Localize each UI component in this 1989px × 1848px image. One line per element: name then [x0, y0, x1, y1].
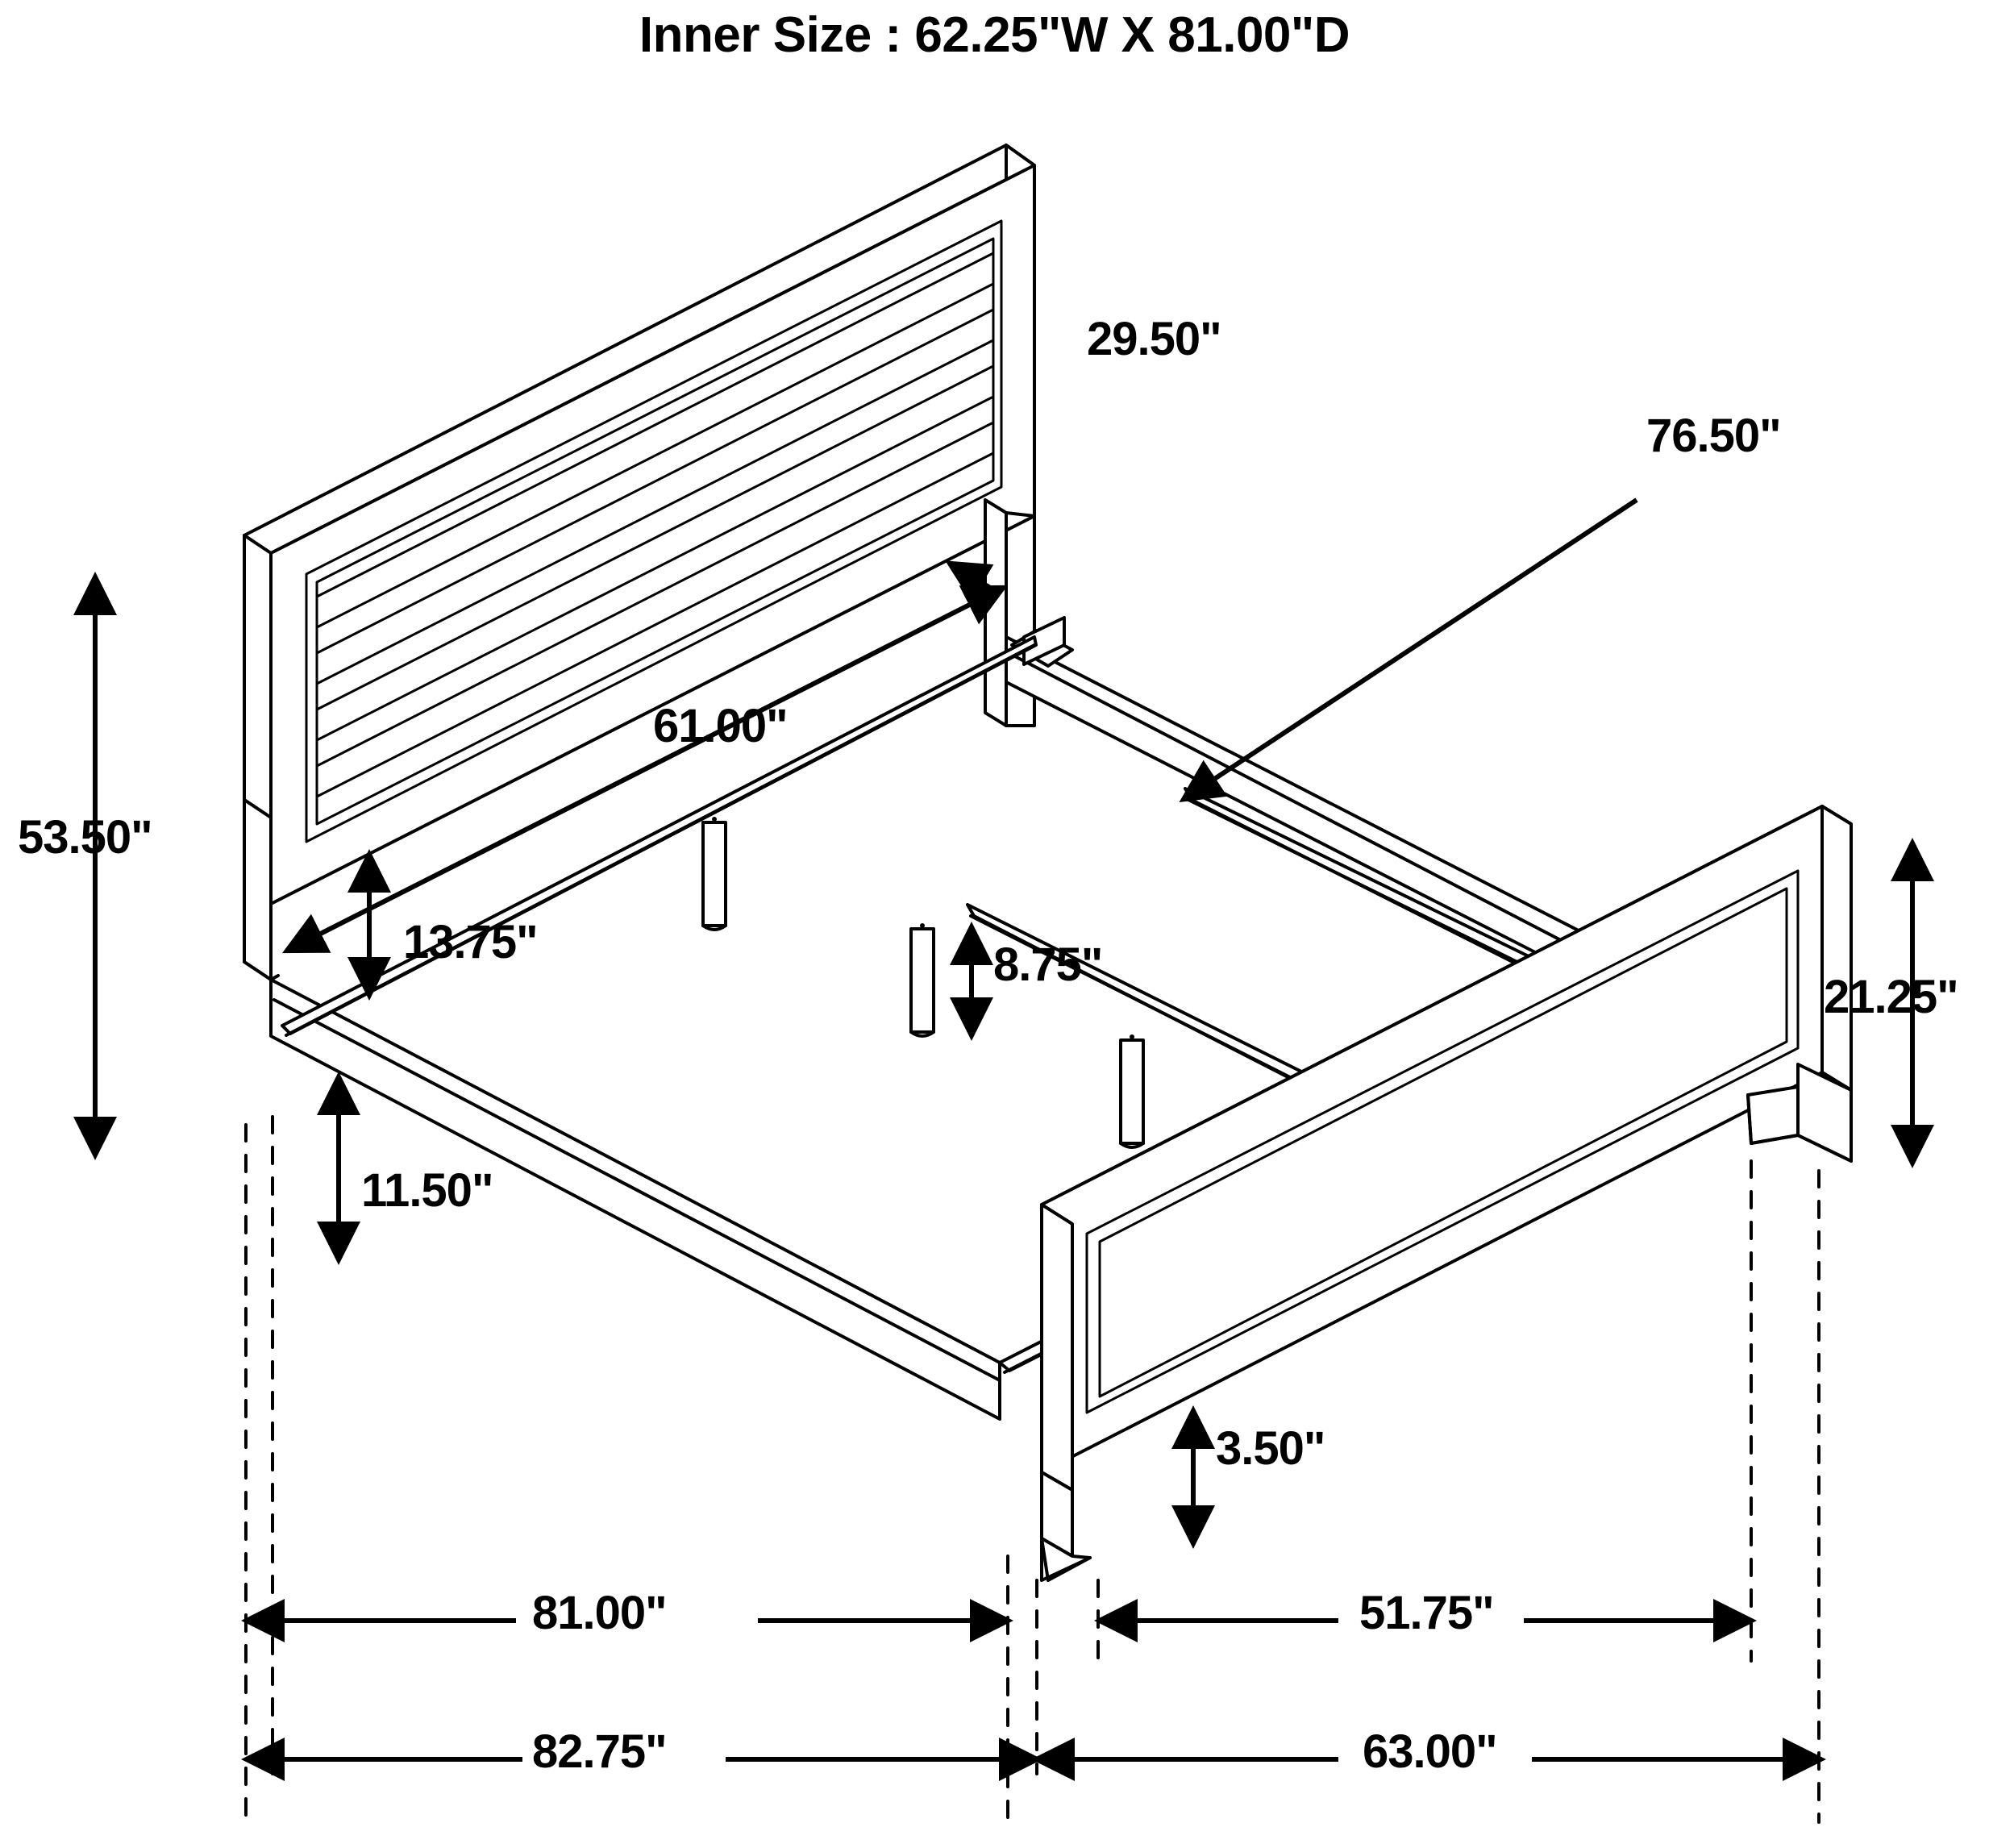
dimension-label-side-rail-length: 76.50" [1646, 410, 1782, 462]
dimension-label-inner-width: 51.75" [1359, 1587, 1495, 1639]
footboard [1040, 805, 1853, 1582]
page-title: Inner Size : 62.25"W X 81.00"D [639, 7, 1350, 63]
dimension-label-rail-clearance: 11.50" [361, 1164, 493, 1217]
dimension-label-rail-to-slat: 13.75" [403, 916, 539, 968]
headboard [243, 144, 1036, 981]
dimension-label-overall-height: 53.50" [18, 811, 153, 864]
dimension-label-footboard-foot-height: 3.50" [1216, 1422, 1325, 1475]
dimension-label-inner-length: 81.00" [532, 1587, 668, 1639]
dimension-label-center-leg-height: 8.75" [993, 939, 1103, 991]
support-leg [701, 817, 727, 931]
dimension-arrows [73, 497, 1934, 1781]
extension-lines [244, 1115, 1820, 1824]
dimension-label-headboard-inner-width: 61.00" [653, 700, 789, 752]
dimension-label-headboard-panel-height: 29.50" [1087, 313, 1222, 365]
support-leg [909, 923, 935, 1038]
dimension-label-footboard-height: 21.25" [1824, 971, 1959, 1023]
center-cross-rail [1184, 787, 1533, 969]
support-leg [1119, 1034, 1145, 1149]
dimension-label-overall-width: 63.00" [1363, 1725, 1498, 1778]
side-rail-left [269, 974, 1001, 1421]
dimension-label-overall-length: 82.75" [532, 1725, 668, 1778]
